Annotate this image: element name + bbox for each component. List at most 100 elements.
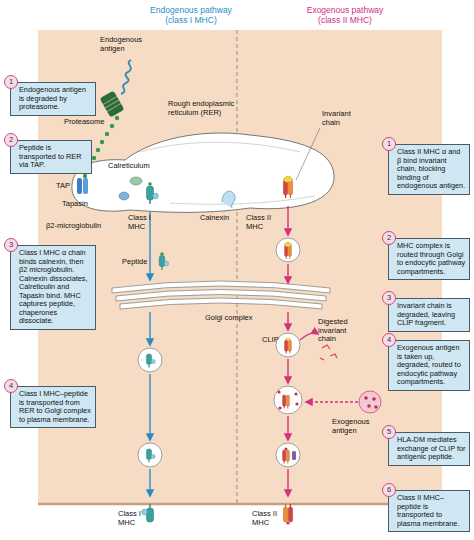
invariant-chain-symbol (283, 176, 293, 183)
route-arrow (300, 333, 318, 340)
tapasin-symbol (119, 192, 129, 200)
class-ii-mhc-symbol (283, 450, 290, 464)
step-box: 1Class II MHC α and β bind invariant cha… (388, 144, 470, 195)
step-box: 3Class I MHC α chain binds calnexin, the… (10, 245, 96, 330)
step-box: 4Exogenous antigen is taken up, degraded… (388, 340, 470, 391)
part-label: Tapasin (62, 200, 88, 209)
part-label: Peptide (122, 258, 147, 267)
digested-fragments (320, 345, 337, 360)
part-label: Class II MHC (246, 214, 280, 231)
callout-text: Class I MHC–peptide is transported from … (19, 390, 92, 424)
endocytic-vesicle (274, 386, 302, 414)
callout-number: 3 (4, 238, 18, 252)
callout-number: 2 (382, 231, 396, 245)
antigen-strand (121, 60, 131, 94)
callout-text: Class I MHC α chain binds calnexin, then… (19, 249, 92, 326)
callout-number: 3 (382, 291, 396, 305)
callout-text: Class II MHC α and β bind invariant chai… (397, 148, 466, 191)
exogenous-antigen-symbol (359, 391, 381, 413)
golgi-cisterna (120, 298, 322, 309)
route-arrow (149, 212, 150, 280)
part-label: Digested invariant chain (318, 318, 362, 344)
callout-number: 1 (382, 137, 396, 151)
calnexin-symbol (222, 191, 235, 208)
callout-text: Peptide is transported to RER via TAP. (19, 144, 88, 170)
antigen-dot (278, 406, 281, 409)
part-label: Class II MHC (252, 510, 286, 527)
route-arrow (149, 374, 150, 440)
peptide-dot (92, 156, 96, 160)
callout-number: 1 (4, 75, 18, 89)
rer-membrane (72, 133, 334, 212)
step-box: 6Class II MHC–peptide is transported to … (388, 490, 470, 532)
antigen-dot (372, 397, 376, 401)
part-label: Exogenous antigen (332, 418, 378, 435)
part-label: CLIP (262, 336, 279, 345)
callout-number: 4 (4, 379, 18, 393)
callout-text: MHC complex is routed through Golgi to e… (397, 242, 466, 276)
part-label: Rough endoplasmic reticulum (RER) (168, 100, 246, 117)
antigen-dot (286, 521, 289, 524)
class-ii-mhc-symbol (285, 340, 292, 354)
proteasome-ring (107, 103, 121, 111)
peptide-dot (148, 182, 152, 186)
hla-dm-symbol (292, 451, 296, 460)
plasma-membrane (38, 503, 442, 506)
step-box: 2Peptide is transported to RER via TAP. (10, 140, 92, 174)
callout-number: 2 (4, 133, 18, 147)
leader-line (296, 128, 320, 180)
endocytic-vesicle (276, 333, 300, 357)
part-label: Endogenous antigen (100, 36, 146, 53)
tap-symbol (83, 178, 88, 194)
proteasome-ring (103, 97, 117, 105)
part-label: TAP (56, 182, 70, 191)
callout-text: Class II MHC–peptide is transported to p… (397, 494, 466, 528)
part-label: Class I MHC (118, 510, 148, 527)
pathway-title: Endogenous pathway (class I MHC) (146, 6, 236, 26)
tap-symbol (77, 178, 82, 194)
callout-number: 5 (382, 425, 396, 439)
peptide-dot (96, 148, 100, 152)
antigen-dot (285, 448, 288, 451)
part-label: Calnexin (200, 214, 229, 223)
step-box: 5HLA-DM mediates exchange of CLIP for an… (388, 432, 470, 466)
rer-cisterna (170, 196, 315, 204)
route-arrow (287, 206, 288, 235)
part-label: Invariant chain (322, 110, 362, 127)
route-arrow (287, 264, 288, 283)
step-box: 3Invariant chain is degraded, leaving CL… (388, 298, 470, 332)
antigen-dot (374, 405, 378, 409)
class-i-mhc-symbol (159, 256, 168, 270)
proteasome-body (100, 90, 125, 117)
class-i-mhc-symbol (147, 186, 159, 204)
peptide-dot (160, 252, 164, 256)
class-i-mhc-symbol (146, 449, 155, 463)
part-label: Calreticulum (108, 162, 150, 171)
proteasome-ring (105, 100, 119, 108)
cell-cytoplasm (38, 30, 442, 504)
proteasome-symbol (100, 90, 125, 117)
rer-cisterna (140, 142, 300, 152)
antigen-fragments (277, 390, 298, 409)
callout-number: 6 (382, 483, 396, 497)
antigen-dot (364, 396, 368, 400)
callout-number: 4 (382, 333, 396, 347)
route-arrow (287, 312, 288, 330)
step-box: 1Endogenous antigen is degraded by prote… (10, 82, 96, 116)
route-arrow (287, 416, 288, 440)
peptide-dot (100, 140, 104, 144)
peptide-dot (110, 124, 114, 128)
part-label: Golgi complex (205, 314, 253, 323)
route-arrow (149, 312, 150, 345)
step-box: 2MHC complex is routed through Golgi to … (388, 238, 470, 280)
callout-text: Exogenous antigen is taken up, degraded,… (397, 344, 466, 387)
part-label: β2-microglobulin (46, 222, 101, 231)
route-arrow (306, 401, 358, 402)
antigen-dot (367, 404, 371, 408)
class-i-mhc-symbol (142, 504, 154, 522)
invariant-chain-symbol (284, 242, 292, 247)
transport-vesicle (138, 443, 162, 467)
callout-text: Endogenous antigen is degraded by protea… (19, 86, 92, 112)
class-ii-mhc-symbol (283, 395, 290, 409)
peptide-dot (105, 132, 109, 136)
